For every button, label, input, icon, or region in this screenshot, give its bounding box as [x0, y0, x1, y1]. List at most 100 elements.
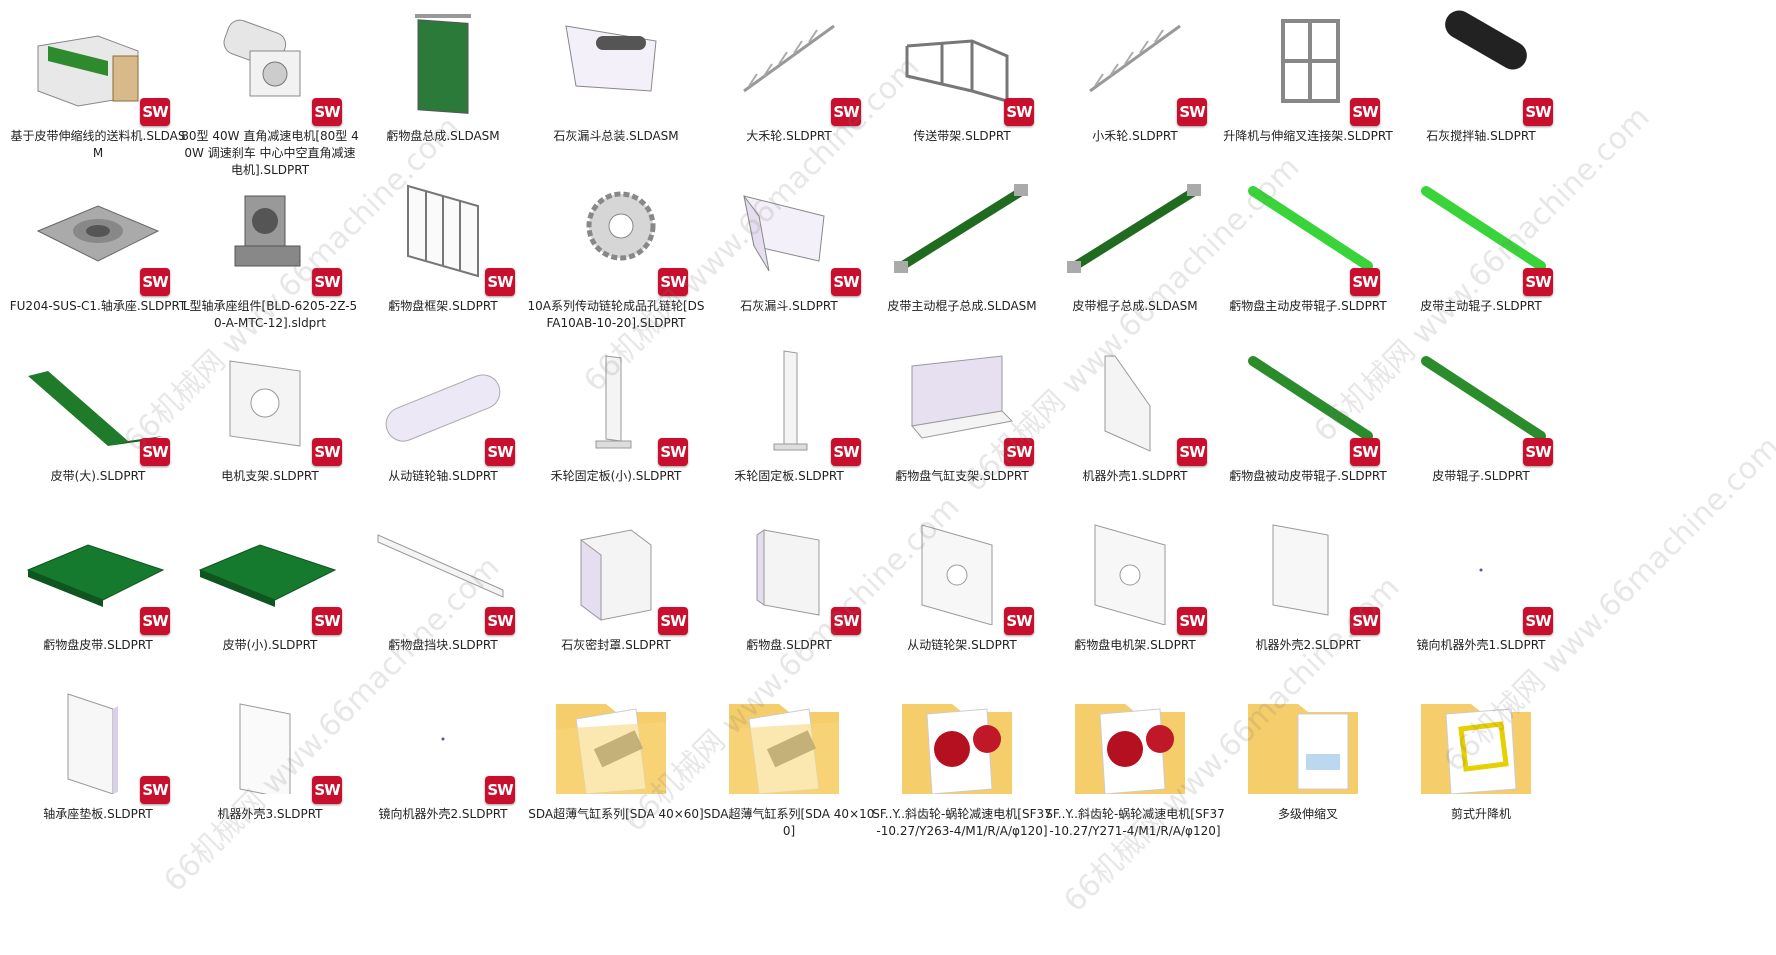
file-tile[interactable]: 多级伸缩叉: [1210, 678, 1406, 868]
badge-w: W: [152, 781, 169, 799]
badge-s: S: [660, 612, 671, 630]
file-name-label: 基于皮带伸缩线的送料机.SLDASM: [10, 129, 186, 160]
badge-w: W: [1535, 103, 1552, 121]
cad-thumbnail-icon: [18, 684, 178, 794]
badge-s: S: [1179, 612, 1190, 630]
badge-w: W: [324, 443, 341, 461]
badge-w: W: [324, 273, 341, 291]
badge-w: W: [1362, 443, 1379, 461]
file-tile[interactable]: 剪式升降机: [1383, 678, 1579, 868]
badge-s: S: [833, 103, 844, 121]
badge-s: S: [660, 273, 671, 291]
file-name-label: 石灰密封罩.SLDPRT: [561, 638, 671, 652]
badge-w: W: [497, 273, 514, 291]
cad-thumbnail-icon: [536, 176, 696, 286]
badge-s: S: [1179, 103, 1190, 121]
file-tile[interactable]: SDA超薄气缸系列[SDA 40×100]: [691, 678, 887, 868]
badge-w: W: [1189, 443, 1206, 461]
file-tile[interactable]: SW 虧物盘被动皮带辊子.SLDPRT: [1210, 340, 1406, 530]
badge-s: S: [142, 443, 153, 461]
file-tile[interactable]: SF..Y..斜齿轮-蜗轮减速电机[SF37-10.27/Y263-4/M1/R…: [864, 678, 1060, 868]
file-tile[interactable]: 石灰漏斗总装.SLDASM: [518, 0, 714, 190]
solidworks-badge-icon: SW: [1177, 98, 1207, 126]
cad-thumbnail-icon: [536, 6, 696, 116]
badge-s: S: [1525, 103, 1536, 121]
badge-s: S: [314, 781, 325, 799]
badge-s: S: [1352, 103, 1363, 121]
cad-thumbnail-icon: [363, 684, 523, 794]
file-tile[interactable]: 皮带棍子总成.SLDASM: [1037, 170, 1233, 360]
badge-s: S: [142, 612, 153, 630]
cad-thumbnail-icon: [882, 6, 1042, 116]
file-name-label: SF..Y..斜齿轮-蜗轮减速电机[SF37-10.27/Y271-4/M1/R…: [1045, 807, 1225, 838]
file-name-label: 从动链轮轴.SLDPRT: [388, 469, 498, 483]
solidworks-badge-icon: SW: [831, 268, 861, 296]
file-tile[interactable]: 皮带主动棍子总成.SLDASM: [864, 170, 1060, 360]
solidworks-badge-icon: SW: [658, 438, 688, 466]
file-name-label: 禾轮固定板.SLDPRT: [734, 469, 844, 483]
badge-s: S: [1006, 443, 1017, 461]
badge-s: S: [487, 273, 498, 291]
solidworks-badge-icon: SW: [485, 268, 515, 296]
badge-s: S: [1525, 443, 1536, 461]
cad-thumbnail-icon: [190, 346, 350, 456]
file-name-label: 石灰漏斗总装.SLDASM: [553, 129, 679, 143]
badge-w: W: [1362, 273, 1379, 291]
cad-thumbnail-icon: [536, 346, 696, 456]
file-name-label: 皮带主动辊子.SLDPRT: [1420, 299, 1542, 313]
badge-s: S: [314, 103, 325, 121]
file-tile[interactable]: SF..Y..斜齿轮-蜗轮减速电机[SF37-10.27/Y271-4/M1/R…: [1037, 678, 1233, 868]
file-name-label: 升降机与伸缩叉连接架.SLDPRT: [1223, 129, 1393, 143]
cad-thumbnail-icon: [363, 176, 523, 286]
cad-thumbnail-icon: [882, 515, 1042, 625]
solidworks-badge-icon: SW: [485, 607, 515, 635]
file-name-label: 虧物盘气缸支架.SLDPRT: [895, 469, 1029, 483]
file-name-label: 虧物盘被动皮带辊子.SLDPRT: [1229, 469, 1387, 483]
solidworks-badge-icon: SW: [140, 776, 170, 804]
badge-w: W: [1189, 612, 1206, 630]
badge-w: W: [152, 103, 169, 121]
solidworks-badge-icon: SW: [1350, 438, 1380, 466]
file-tile[interactable]: SDA超薄气缸系列[SDA 40×60]: [518, 678, 714, 868]
file-tile[interactable]: 虧物盘总成.SLDASM: [345, 0, 541, 190]
solidworks-badge-icon: SW: [312, 438, 342, 466]
badge-w: W: [670, 273, 687, 291]
folder-icon: [709, 684, 869, 794]
cad-thumbnail-icon: [1401, 6, 1561, 116]
cad-thumbnail-icon: [709, 176, 869, 286]
